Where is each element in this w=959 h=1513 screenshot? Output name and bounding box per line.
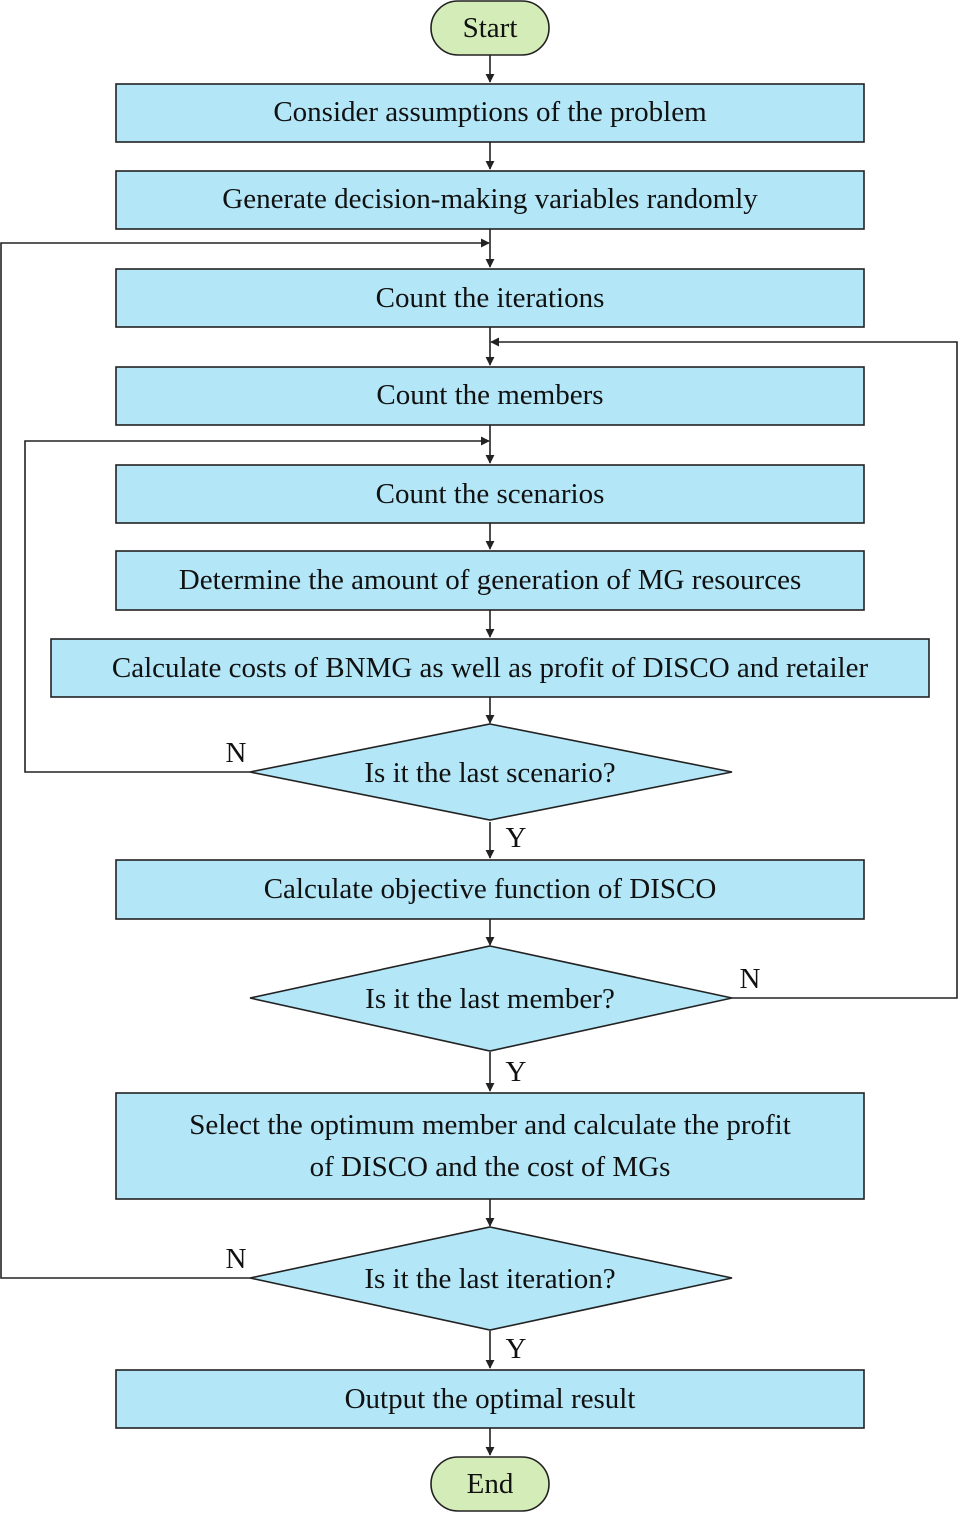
select-optimum-label-line1: Select the optimum member and calculate …	[189, 1109, 791, 1141]
last-iteration-label: Is it the last iteration?	[364, 1263, 615, 1295]
decision-last-member: Is it the last member? N Y	[249, 945, 761, 1088]
last-member-shape	[249, 945, 733, 1052]
loop-iteration-no	[0, 238, 490, 1279]
select-optimum-label-line2: of DISCO and the cost of MGs	[310, 1151, 671, 1183]
generate-label: Generate decision-making variables rando…	[222, 183, 758, 215]
end-terminal: End	[430, 1456, 550, 1512]
box-count-scenarios: Count the scenarios	[115, 464, 865, 524]
determine-generation-shape	[115, 550, 865, 611]
start-shape	[430, 0, 550, 56]
end-shape	[430, 1456, 550, 1512]
last-scenario-yes-label: Y	[506, 822, 527, 854]
calculate-costs-shape	[50, 638, 930, 698]
select-optimum-shape	[115, 1092, 865, 1200]
loop-scenario-no	[24, 436, 490, 773]
loop-member-no	[490, 337, 958, 999]
count-members-label: Count the members	[376, 379, 603, 411]
count-iterations-shape	[115, 268, 865, 328]
count-iterations-label: Count the iterations	[376, 282, 605, 314]
count-scenarios-label: Count the scenarios	[376, 478, 605, 510]
box-count-members: Count the members	[115, 366, 865, 426]
count-scenarios-shape	[115, 464, 865, 524]
output-label: Output the optimal result	[345, 1383, 636, 1415]
box-objective: Calculate objective function of DISCO	[115, 859, 865, 920]
box-assumptions: Consider assumptions of the problem	[115, 83, 865, 143]
decision-last-iteration: Is it the last iteration? N Y	[226, 1226, 733, 1365]
end-label: End	[467, 1468, 514, 1500]
decision-last-scenario: Is it the last scenario? N Y	[226, 723, 733, 854]
last-iteration-no-label: N	[226, 1243, 247, 1275]
last-member-yes-label: Y	[506, 1056, 527, 1088]
objective-label: Calculate objective function of DISCO	[264, 873, 717, 905]
objective-shape	[115, 859, 865, 920]
last-scenario-no-label: N	[226, 737, 247, 769]
last-iteration-yes-label: Y	[506, 1333, 527, 1365]
box-select-optimum: Select the optimum member and calculate …	[115, 1092, 865, 1200]
last-member-label: Is it the last member?	[365, 983, 615, 1015]
determine-generation-label: Determine the amount of generation of MG…	[179, 564, 801, 596]
last-member-no-label: N	[740, 963, 761, 995]
last-scenario-shape	[249, 723, 733, 821]
box-determine-generation: Determine the amount of generation of MG…	[115, 550, 865, 611]
count-members-shape	[115, 366, 865, 426]
assumptions-label: Consider assumptions of the problem	[273, 96, 707, 128]
last-iteration-shape	[249, 1226, 733, 1331]
output-shape	[115, 1369, 865, 1429]
calculate-costs-label: Calculate costs of BNMG as well as profi…	[112, 652, 869, 684]
generate-shape	[115, 170, 865, 230]
box-count-iterations: Count the iterations	[115, 268, 865, 328]
start-terminal: Start	[430, 0, 550, 56]
last-scenario-label: Is it the last scenario?	[364, 757, 615, 789]
start-label: Start	[463, 12, 518, 44]
connectors	[0, 55, 958, 1456]
box-output: Output the optimal result	[115, 1369, 865, 1429]
assumptions-shape	[115, 83, 865, 143]
box-calculate-costs: Calculate costs of BNMG as well as profi…	[50, 638, 930, 698]
box-generate: Generate decision-making variables rando…	[115, 170, 865, 230]
